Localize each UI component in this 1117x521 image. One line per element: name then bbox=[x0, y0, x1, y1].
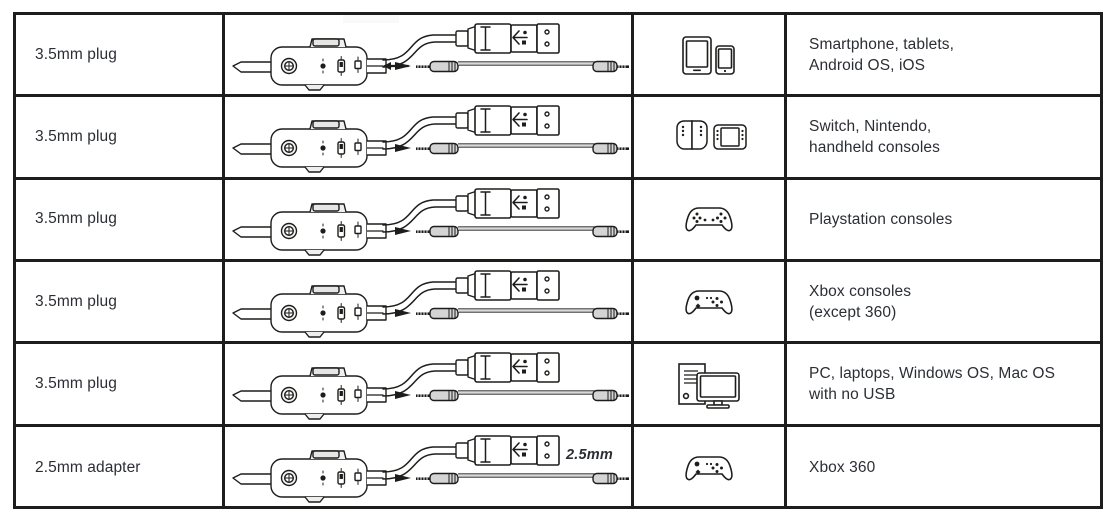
cable-diagram-cell bbox=[225, 344, 634, 424]
table-row: 3.5mm plug bbox=[16, 15, 1100, 98]
cable-diagram-cell bbox=[225, 97, 634, 177]
device-description-cell: Xbox 360 bbox=[787, 427, 1100, 509]
device-description-cell: PC, laptops, Windows OS, Mac OS with no … bbox=[787, 344, 1100, 423]
device-icon-cell bbox=[634, 344, 787, 424]
plug-type-label: 3.5mm plug bbox=[35, 374, 117, 392]
xbox-controller-icon bbox=[685, 455, 733, 481]
plug-type-label: 3.5mm plug bbox=[35, 210, 117, 228]
compatibility-table: 3.5mm plug bbox=[13, 12, 1103, 509]
plug-type-label: 3.5mm plug bbox=[35, 127, 117, 145]
device-description-cell: Xbox consoles (except 360) bbox=[787, 262, 1100, 341]
plug-type-label: 2.5mm adapter bbox=[35, 458, 141, 476]
device-description-cell: Smartphone, tablets, Android OS, iOS bbox=[787, 15, 1100, 94]
table-row: 3.5mm plug bbox=[16, 97, 1100, 180]
device-description-label: Switch, Nintendo, handheld consoles bbox=[809, 117, 940, 156]
plug-type-cell: 3.5mm plug bbox=[16, 97, 225, 177]
device-description-cell: Playstation consoles bbox=[787, 180, 1100, 259]
device-description-label: Xbox consoles (except 360) bbox=[809, 282, 912, 321]
plug-type-cell: 2.5mm adapter bbox=[16, 426, 225, 509]
cable-diagram-graphic bbox=[232, 187, 629, 256]
device-description-label: PC, laptops, Windows OS, Mac OS with no … bbox=[809, 364, 1056, 403]
device-description-label: Playstation consoles bbox=[809, 210, 953, 228]
cable-diagram-graphic bbox=[232, 352, 629, 421]
device-icon-cell bbox=[634, 15, 787, 95]
device-icon-cell bbox=[634, 97, 787, 177]
playstation-controller-icon bbox=[685, 207, 733, 232]
plug-type-cell: 3.5mm plug bbox=[16, 179, 225, 259]
cable-diagram-graphic bbox=[232, 23, 629, 91]
cable-diagram-graphic bbox=[232, 434, 629, 503]
table-row: 2.5mm adapter bbox=[16, 426, 1100, 509]
plug-type-cell: 3.5mm plug bbox=[16, 344, 225, 424]
plug-type-label: 3.5mm plug bbox=[35, 292, 117, 310]
plug-type-label: 3.5mm plug bbox=[35, 45, 117, 63]
device-icon-cell bbox=[634, 261, 787, 342]
table-row: 3.5mm plug bbox=[16, 261, 1100, 345]
cable-diagram-cell bbox=[225, 261, 634, 342]
xbox-controller-icon bbox=[685, 289, 733, 315]
cable-diagram-cell: 2.5mm bbox=[225, 426, 634, 509]
cable-diagram-graphic bbox=[232, 270, 629, 338]
cable-diagram-graphic bbox=[232, 105, 629, 174]
table-row: 3.5mm plug bbox=[16, 179, 1100, 262]
table-row: 3.5mm plug bbox=[16, 344, 1100, 427]
diagram-annotation: 2.5mm bbox=[566, 446, 613, 463]
plug-type-cell: 3.5mm plug bbox=[16, 261, 225, 342]
device-description-label: Smartphone, tablets, Android OS, iOS bbox=[809, 35, 955, 74]
nintendo-switch-icon bbox=[676, 120, 747, 150]
device-icon-cell bbox=[634, 179, 787, 259]
tablet-and-smartphone-icon bbox=[682, 35, 735, 75]
plug-type-cell: 3.5mm plug bbox=[16, 15, 225, 95]
device-description-label: Xbox 360 bbox=[809, 459, 876, 477]
diagram-top-artifact bbox=[343, 15, 399, 23]
desktop-computer-icon bbox=[678, 363, 740, 409]
device-description-cell: Switch, Nintendo, handheld consoles bbox=[787, 97, 1100, 176]
cable-diagram-cell bbox=[225, 15, 634, 95]
cable-diagram-cell bbox=[225, 179, 634, 259]
device-icon-cell bbox=[634, 426, 787, 509]
